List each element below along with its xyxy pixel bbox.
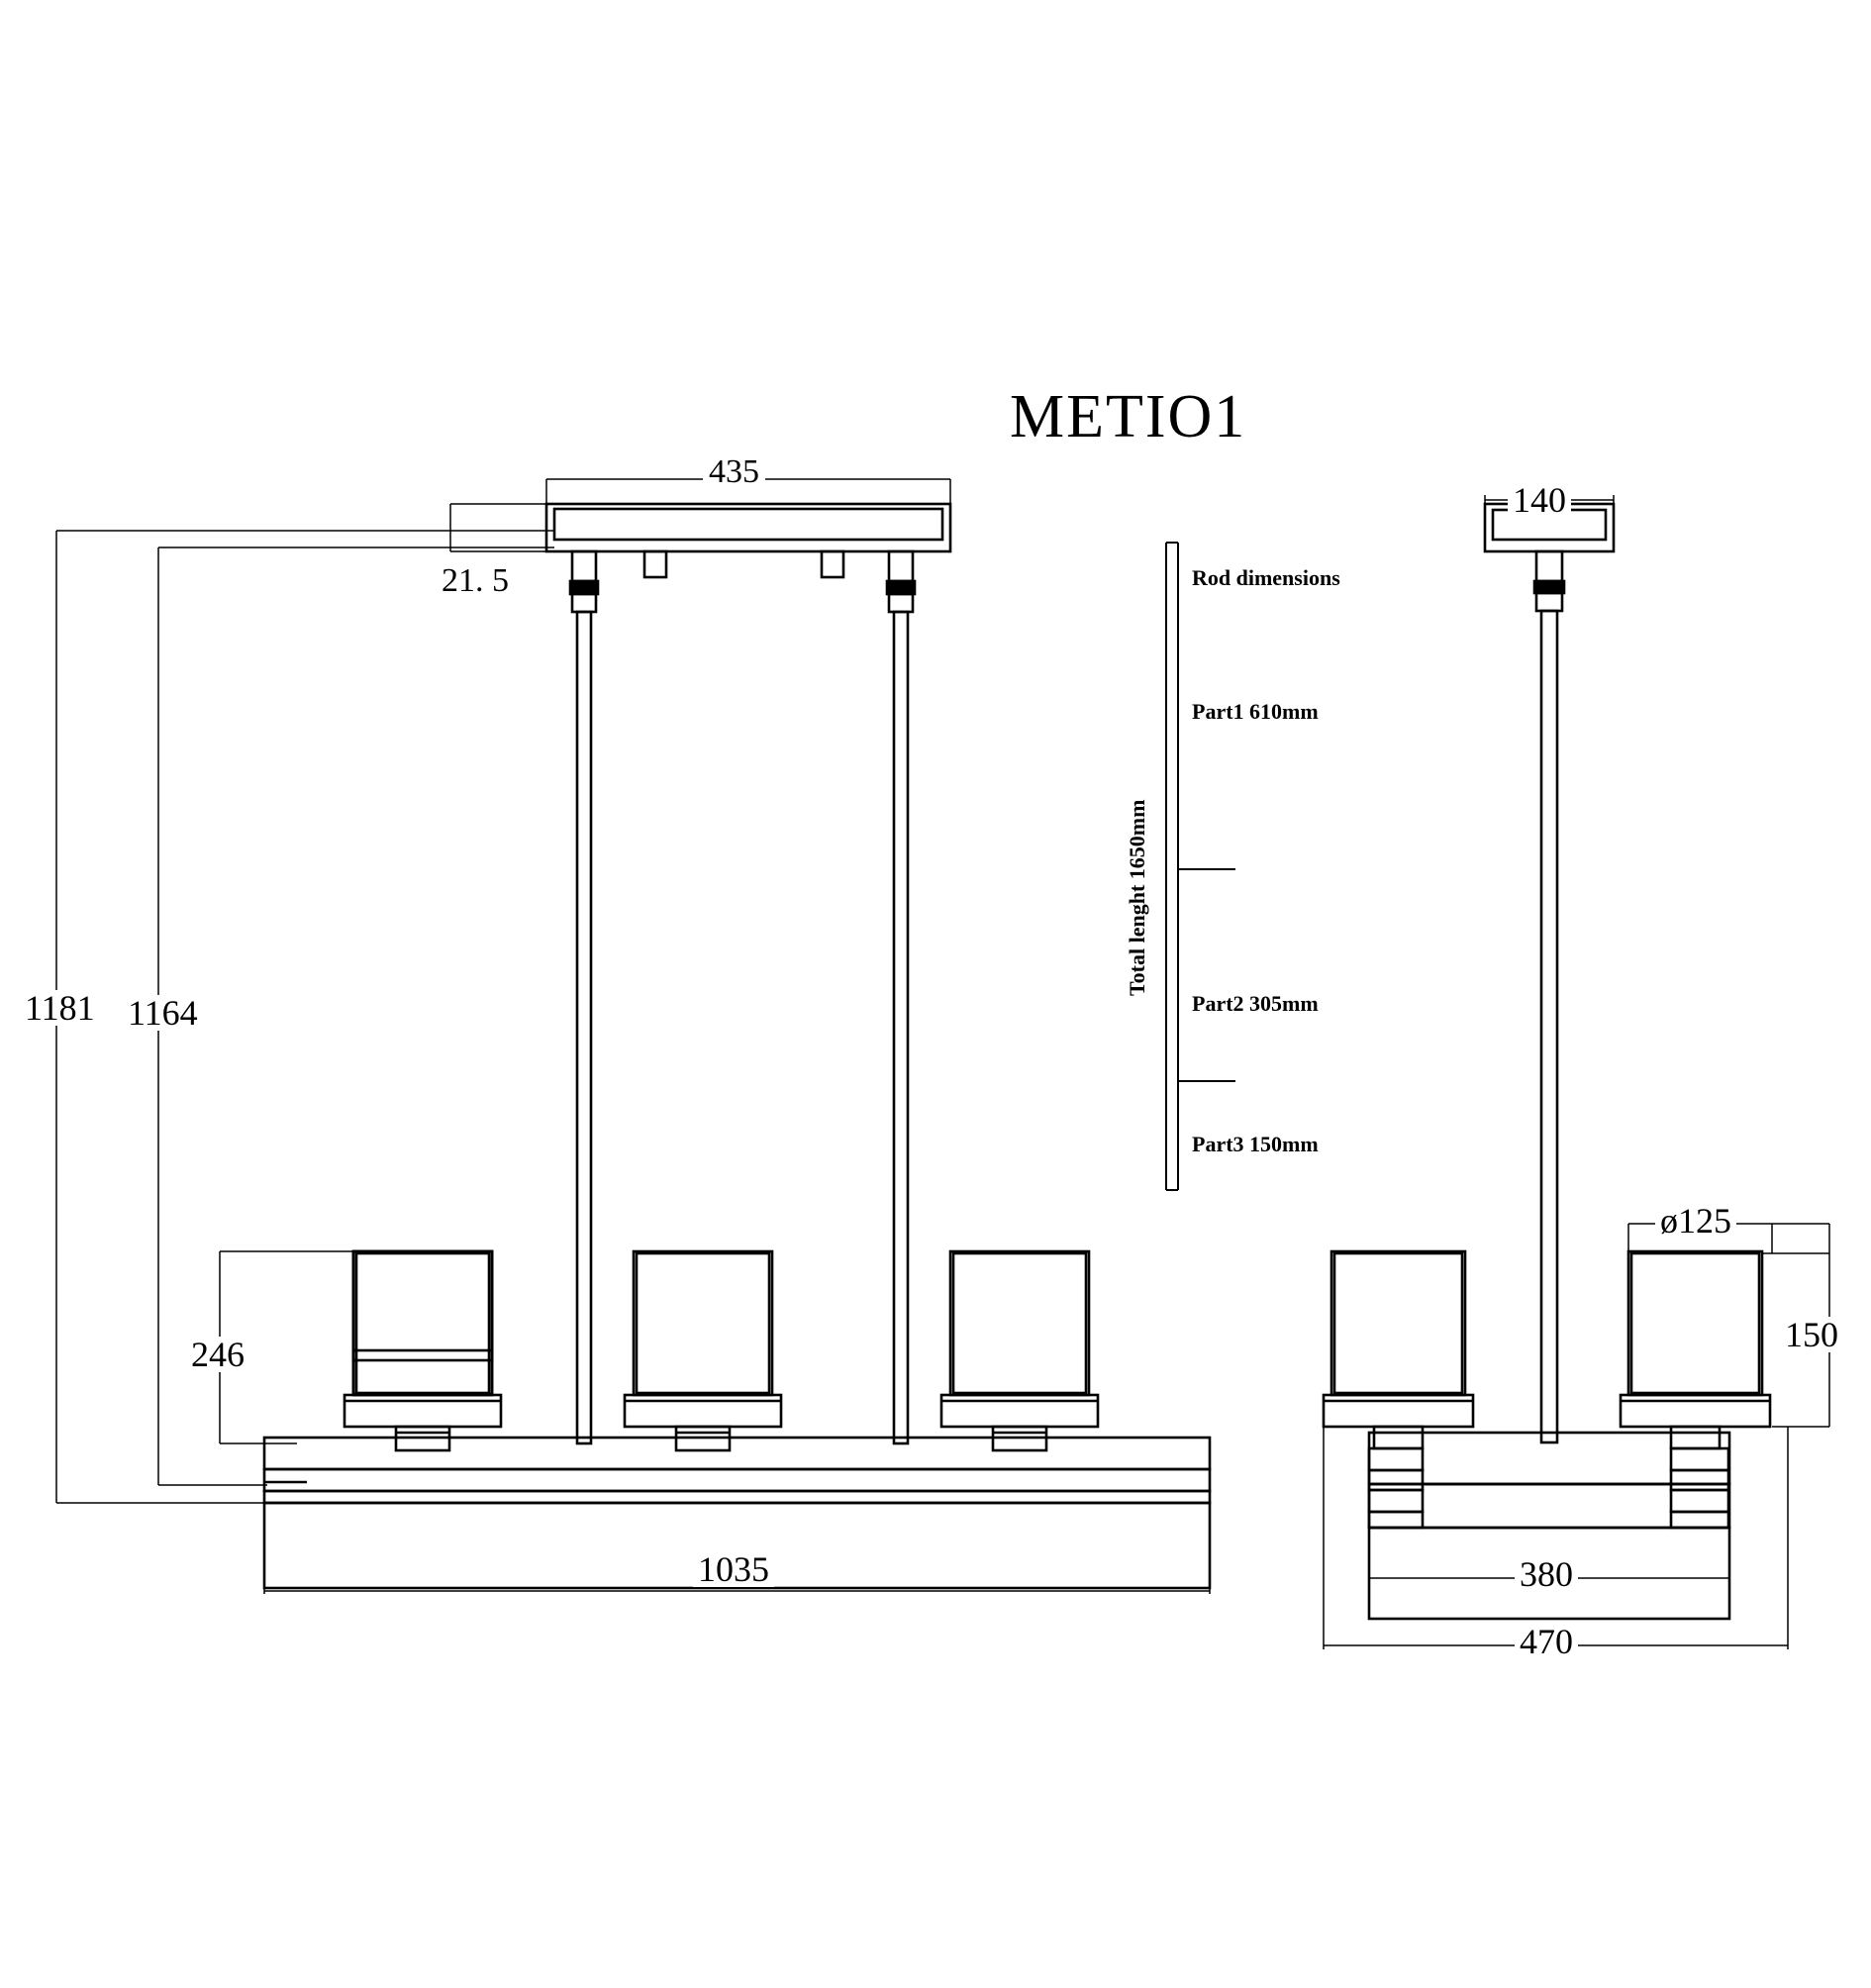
front-shade-3 <box>939 1249 1100 1452</box>
dim-overall-depth: 470 <box>1515 1624 1578 1659</box>
rod-diagram-group <box>1165 542 1235 1191</box>
front-canopy <box>544 502 952 553</box>
dim-body-depth: 380 <box>1515 1556 1578 1592</box>
rod-total-length-label: Total lenght 1650mm <box>1125 795 1149 1000</box>
side-view-dimensions <box>1323 495 1830 1649</box>
front-view-group <box>262 502 1212 1590</box>
rod-part3-label: Part3 150mm <box>1188 1134 1323 1155</box>
front-body-bar <box>262 1436 1212 1590</box>
dim-overall-height: 1181 <box>20 990 100 1026</box>
side-shade-right <box>1619 1249 1772 1530</box>
rod-part2-label: Part2 305mm <box>1188 993 1323 1015</box>
rod-part1-label: Part1 610mm <box>1188 701 1323 723</box>
side-view-group <box>1322 502 1772 1621</box>
dim-side-canopy-width: 140 <box>1508 482 1571 518</box>
front-suspension-rods <box>568 549 917 1445</box>
dim-side-shade-height: 150 <box>1780 1317 1843 1352</box>
dim-canopy-thickness: 21. 5 <box>436 564 515 598</box>
dim-shade-height: 246 <box>186 1337 249 1372</box>
dim-canopy-width: 435 <box>703 455 765 489</box>
side-shade-left <box>1322 1249 1475 1530</box>
side-suspension-rod <box>1532 549 1566 1444</box>
front-shade-2 <box>623 1249 783 1452</box>
dim-body-length: 1035 <box>693 1551 774 1587</box>
drawing-title: METIO1 <box>1010 383 1247 450</box>
rod-dimensions-heading: Rod dimensions <box>1188 567 1344 589</box>
front-shade-1 <box>343 1249 503 1452</box>
dim-drop-height: 1164 <box>123 995 203 1031</box>
dim-shade-diameter: ø125 <box>1655 1203 1736 1239</box>
